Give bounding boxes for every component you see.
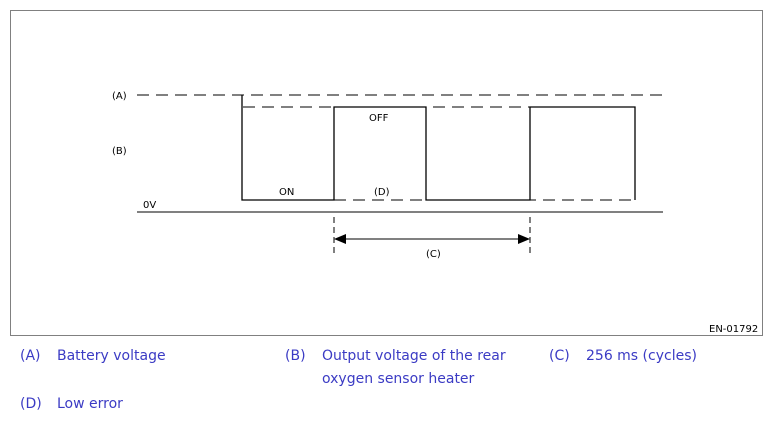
legend-text: Output voltage of the rear oxygen sensor … xyxy=(322,345,506,391)
legend-item-c: (C) 256 ms (cycles) xyxy=(549,345,697,368)
legend: (A) Battery voltage (B) Output voltage of … xyxy=(0,336,773,422)
legend-text-line1: Output voltage of the rear xyxy=(322,348,506,364)
label-a: (A) xyxy=(112,91,127,102)
label-off: OFF xyxy=(369,113,389,124)
label-b: (B) xyxy=(112,146,127,157)
waveform-diagram: (A) (B) 0V ON OFF (D) (C) EN-01792 xyxy=(112,91,758,335)
label-on: ON xyxy=(279,187,294,198)
figure-id: EN-01792 xyxy=(709,324,758,335)
label-d: (D) xyxy=(374,187,390,198)
legend-text-line2: oxygen sensor heater xyxy=(322,371,475,387)
legend-item-a: (A) Battery voltage xyxy=(20,345,166,368)
legend-key: (C) xyxy=(549,348,570,364)
legend-key: (D) xyxy=(20,396,42,412)
legend-text: 256 ms (cycles) xyxy=(586,348,697,364)
heater-output-waveform xyxy=(241,95,636,201)
period-arrow-right-head xyxy=(518,234,530,244)
legend-key: (A) xyxy=(20,348,41,364)
label-c: (C) xyxy=(426,249,441,260)
legend-text: Low error xyxy=(57,396,123,412)
label-zero-volt: 0V xyxy=(143,200,156,211)
legend-key: (B) xyxy=(285,348,306,364)
period-arrow-left-head xyxy=(334,234,346,244)
legend-item-b: (B) Output voltage of the rear oxygen sens… xyxy=(285,345,506,391)
legend-text: Battery voltage xyxy=(57,348,166,364)
waveform-figure: (A) (B) 0V ON OFF (D) (C) EN-01792 xyxy=(10,10,763,336)
legend-item-d: (D) Low error xyxy=(20,393,123,416)
